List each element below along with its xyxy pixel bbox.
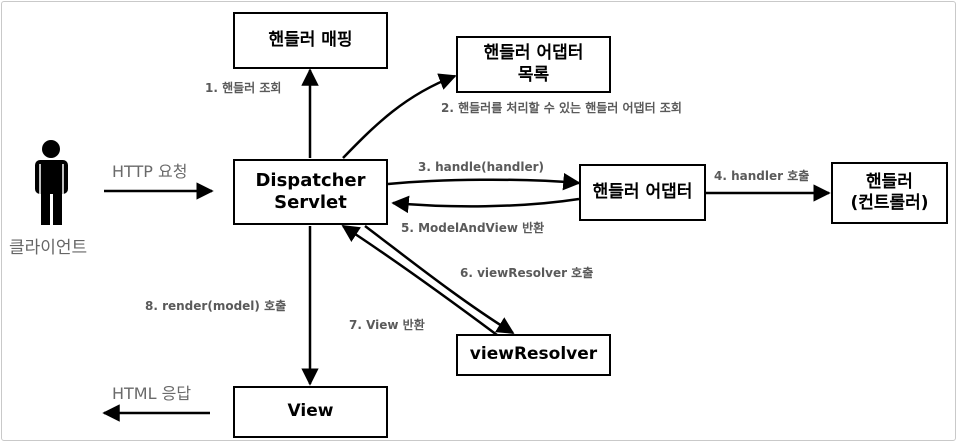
step4-label: 4. handler 호출 [714,169,810,183]
step2-label: 2. 핸들러를 처리할 수 있는 핸들러 어댑터 조회 [441,101,682,115]
dispatcher-line1: Dispatcher [255,169,366,191]
person-icon [35,140,68,225]
step3-arrow [387,172,581,191]
step6-label: 6. viewResolver 호출 [460,266,594,280]
handler-line1: 핸들러 [866,171,913,192]
handler-adapter-label: 핸들러 어댑터 [592,181,693,202]
view-box: View [233,386,388,438]
adapter-list-line1: 핸들러 어댑터 [483,43,584,64]
step5-label: 5. ModelAndView 반환 [401,221,545,235]
handler-box: 핸들러 (컨트롤러) [831,162,948,224]
step5-arrow [391,195,580,214]
step7-label: 7. View 반환 [349,318,425,332]
step8-label: 8. render(model) 호출 [145,299,287,313]
step2-arrow [342,73,457,159]
http-request-label: HTTP 요청 [112,162,188,181]
view-resolver-box: viewResolver [456,334,611,376]
handler-mapping-box: 핸들러 매핑 [233,12,388,69]
handler-adapter-box: 핸들러 어댑터 [579,164,706,221]
adapter-list-line2: 목록 [517,64,550,85]
adapter-list-box: 핸들러 어댑터 목록 [456,36,611,93]
html-response-label: HTML 응답 [112,384,192,403]
step3-label: 3. handle(handler) [418,160,545,174]
step1-label: 1. 핸들러 조회 [205,81,282,95]
step6-arrow [364,225,515,335]
view-label: View [287,401,334,422]
step7-arrow [341,224,498,337]
handler-mapping-label: 핸들러 매핑 [268,29,353,50]
view-resolver-label: viewResolver [469,344,598,365]
dispatcher-line2: Servlet [274,192,347,213]
handler-line2: (컨트롤러) [850,193,929,213]
client-label: 클라이언트 [9,238,88,258]
dispatcher-servlet-box: Dispatcher Servlet [233,159,388,225]
